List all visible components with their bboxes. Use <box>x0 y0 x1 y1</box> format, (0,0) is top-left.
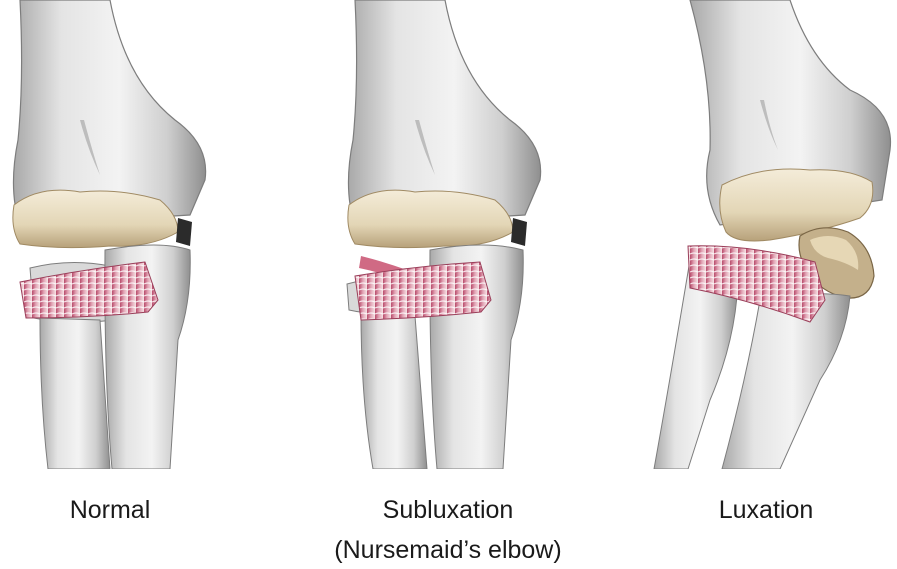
ulna-bone <box>722 294 850 469</box>
elbow-illustration <box>0 0 897 469</box>
humeral-cartilage <box>720 169 873 241</box>
luxation-elbow-drawing <box>654 0 891 469</box>
subluxation-label: Subluxation <box>318 494 578 526</box>
radius-bone <box>361 312 427 469</box>
normal-elbow-drawing <box>13 0 206 469</box>
luxation-label: Luxation <box>676 494 856 526</box>
subluxation-elbow-drawing <box>347 0 541 469</box>
normal-label: Normal <box>20 494 200 526</box>
humeral-cartilage <box>13 190 178 247</box>
radius-bone <box>40 318 110 469</box>
subluxation-sublabel: (Nursemaid’s elbow) <box>290 534 606 566</box>
humeral-cartilage <box>348 190 513 247</box>
